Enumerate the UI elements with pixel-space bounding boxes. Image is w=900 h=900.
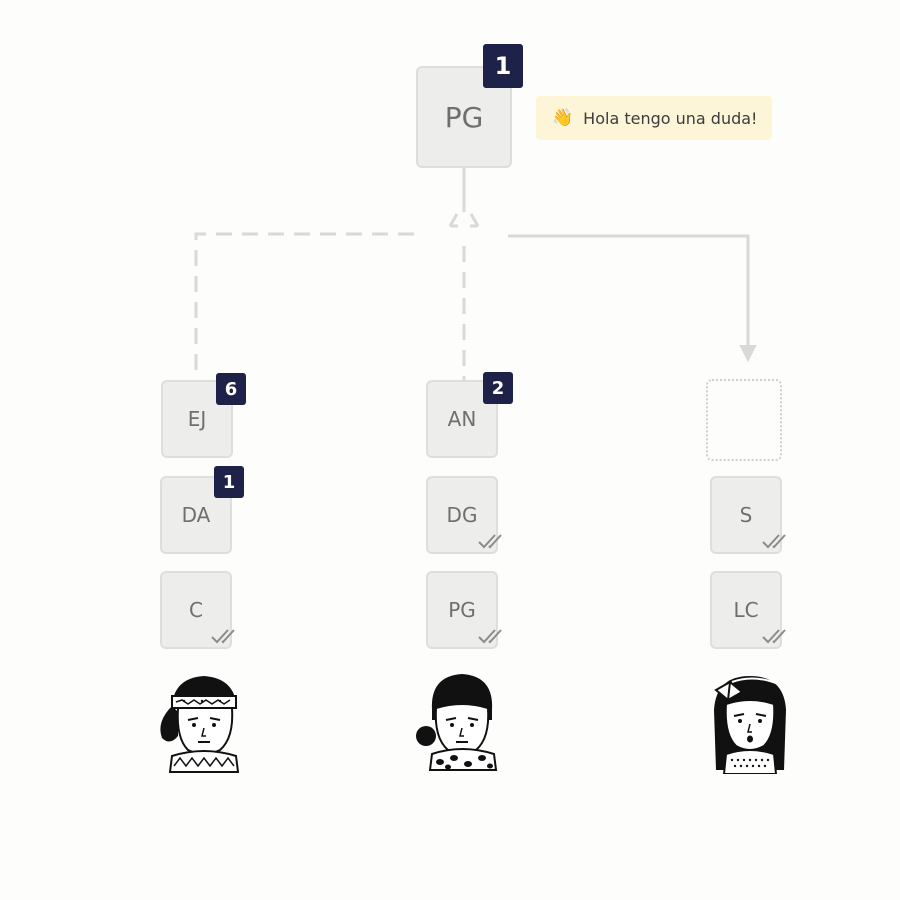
arrow-down-icon: [739, 345, 757, 363]
node-label: S: [739, 503, 753, 527]
double-check-icon: [478, 629, 502, 644]
node-dg[interactable]: DG: [426, 476, 498, 554]
double-check-icon: [762, 629, 786, 644]
node-s[interactable]: S: [710, 476, 782, 554]
double-check-icon: [478, 534, 502, 549]
node-c[interactable]: C: [160, 571, 232, 649]
message-bubble[interactable]: 👋 Hola tengo una duda!: [536, 96, 772, 140]
node-badge: 2: [483, 372, 513, 404]
root-node-badge: 1: [483, 44, 523, 88]
node-badge: 6: [216, 373, 246, 405]
double-check-icon: [762, 534, 786, 549]
split-arrows-icon: [448, 213, 480, 228]
node-label: EJ: [187, 407, 207, 431]
node-label: DG: [446, 503, 478, 527]
person-bob-hair-avatar: [416, 674, 498, 771]
node-da[interactable]: DA: [160, 476, 232, 554]
branch-left: [194, 232, 414, 380]
root-node-label: PG: [444, 100, 484, 134]
branch-right: [508, 234, 750, 348]
node-label: PG: [448, 598, 476, 622]
node-label: AN: [447, 407, 477, 431]
person-bow-avatar: [714, 676, 786, 774]
waving-hand-icon: 👋: [552, 108, 574, 128]
node-label: LC: [733, 598, 759, 622]
node-lc[interactable]: LC: [710, 571, 782, 649]
empty-slot[interactable]: [706, 379, 782, 461]
node-pg[interactable]: PG: [426, 571, 498, 649]
person-bandana-avatar: [160, 676, 240, 773]
double-check-icon: [211, 629, 235, 644]
message-text: Hola tengo una duda!: [583, 108, 758, 128]
node-label: DA: [181, 503, 211, 527]
node-badge: 1: [214, 466, 244, 498]
node-label: C: [189, 598, 203, 622]
